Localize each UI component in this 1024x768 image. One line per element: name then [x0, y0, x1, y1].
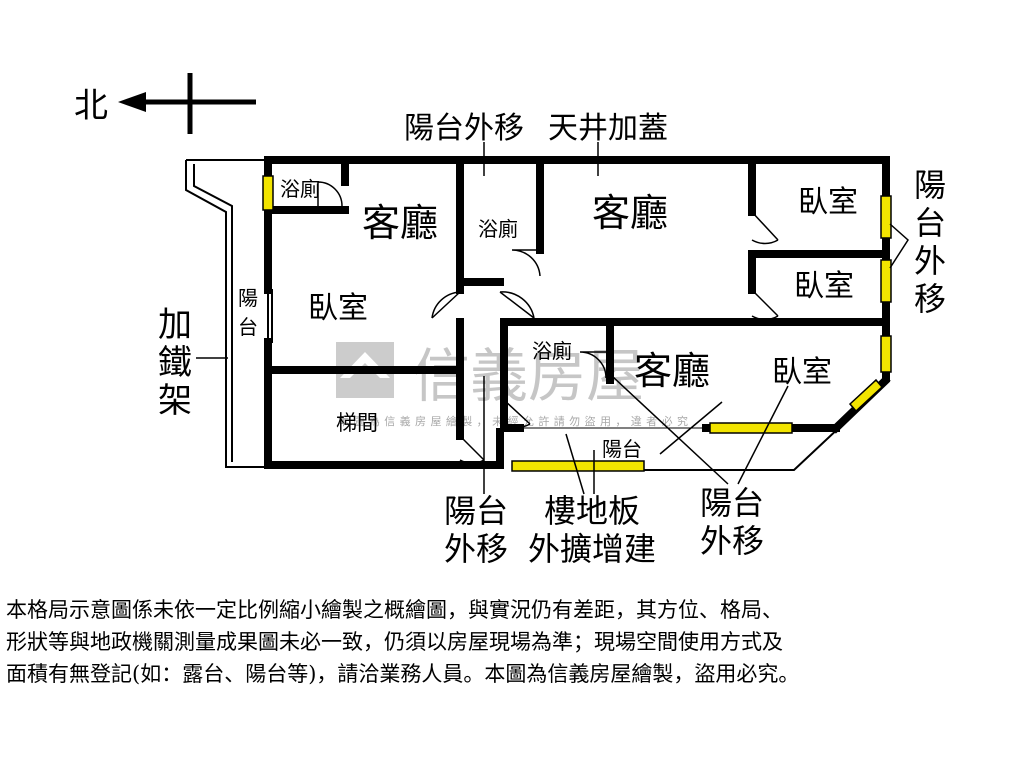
annotation-bottom-left-1: 陽台 — [444, 492, 508, 530]
disclaimer-line-3: 面積有無登記(如：露台、陽台等)，請洽業務人員。本圖為信義房屋繪製，盜用必究。 — [6, 662, 800, 686]
thin-outlines — [185, 159, 891, 471]
door-hall-west — [431, 291, 461, 319]
door-bedroom-ne2 — [751, 289, 779, 321]
room-bath-south: 浴廁 — [532, 339, 572, 363]
room-living-south: 客廳 — [634, 349, 710, 393]
window-se-corner — [848, 378, 884, 413]
west-balcony-opening — [267, 289, 273, 343]
room-living-center: 客廳 — [592, 191, 668, 235]
room-bath-center: 浴廁 — [478, 217, 518, 241]
wall-west-lower — [264, 338, 504, 469]
annotation-left-1: 加 — [158, 305, 192, 345]
room-bedroom-ne-2: 臥室 — [794, 269, 854, 304]
door-south-hall — [503, 399, 531, 429]
room-living-west: 客廳 — [362, 201, 438, 245]
annotation-bottom-right-2: 外移 — [700, 522, 764, 560]
window-ne-1 — [880, 195, 892, 239]
room-bedroom-se: 臥室 — [772, 355, 832, 390]
annotation-top-2: 天井加蓋 — [548, 111, 668, 146]
annotation-right-4: 移 — [914, 280, 946, 318]
room-balcony-south: 陽台 — [602, 437, 642, 461]
window-south-balcony — [511, 460, 645, 472]
annotation-right-1: 陽 — [914, 166, 946, 204]
north-label: 北 — [74, 86, 108, 126]
room-bedroom-west: 臥室 — [308, 291, 368, 326]
door-center-bath — [511, 249, 541, 277]
iron-frame-outline — [185, 160, 270, 468]
annotation-right-2: 台 — [914, 204, 946, 242]
disclaimer-line-1: 本格局示意圖係未依一定比例縮小繪製之概繪圖，與實況仍有差距，其方位、格局、 — [6, 598, 783, 622]
room-bedroom-ne-1: 臥室 — [798, 185, 858, 220]
watermark-fine-print: 本圖為信義房屋繪製，未經允許請勿盜用，違者必究 — [338, 414, 688, 428]
window-south — [709, 422, 793, 434]
annotations: 陽台外移 天井加蓋 加 鐵 架 陽 台 外 移 陽台 外移 樓地板 外擴增建 陽… — [158, 111, 946, 568]
iron-frame-inner — [193, 164, 233, 462]
leader-bottom-right-3 — [737, 385, 789, 485]
room-balcony-west-1: 陽 — [238, 286, 258, 310]
annotation-bottom-left-2: 外移 — [444, 530, 508, 568]
door-south-bath — [579, 351, 607, 379]
window-ne-2 — [880, 259, 892, 303]
annotation-right-3: 外 — [914, 242, 946, 280]
door-hall-east — [499, 291, 535, 319]
annotation-top-1: 陽台外移 — [404, 111, 524, 146]
annotation-bottom-center-1: 樓地板 — [544, 492, 640, 530]
room-stairs: 梯間 — [336, 411, 378, 435]
leader-bottom-right-2 — [659, 401, 723, 455]
north-compass: 北 — [74, 73, 256, 134]
disclaimer: 本格局示意圖係未依一定比例縮小繪製之概繪圖，與實況仍有差距，其方位、格局、 形狀… — [6, 594, 1018, 690]
annotation-bottom-center-2: 外擴增建 — [528, 530, 656, 568]
leader-bottom-center-1 — [565, 433, 585, 495]
annotation-left-2: 鐵 — [158, 343, 192, 383]
leader-right — [889, 223, 909, 269]
doors — [317, 181, 779, 464]
room-bath-nw: 浴廁 — [280, 177, 320, 201]
door-bedroom-ne1 — [751, 211, 779, 245]
annotation-left-3: 架 — [158, 381, 192, 421]
window-nw — [262, 175, 274, 211]
room-labels: 浴廁 客廳 陽 台 臥室 梯間 浴廁 客廳 臥室 臥室 浴廁 客廳 臥室 陽台 — [238, 177, 858, 461]
leader-lines — [196, 142, 909, 495]
windows — [262, 175, 892, 472]
room-balcony-west-2: 台 — [238, 315, 258, 339]
annotation-bottom-right-1: 陽台 — [700, 484, 764, 522]
floor-plan: 北 信義房屋 本圖為信義房屋繪製，未經允許請勿盜用，違者必究 — [74, 73, 946, 568]
north-arrow-icon — [118, 92, 146, 112]
door-nw-bath — [317, 181, 343, 207]
window-e — [880, 335, 892, 373]
disclaimer-line-2: 形狀等與地政機關測量成果圖未必一致，仍須以房屋現場為準；現場空間使用方式及 — [6, 630, 783, 654]
leader-bottom-right-1 — [611, 375, 729, 485]
door-stairs — [459, 435, 485, 464]
